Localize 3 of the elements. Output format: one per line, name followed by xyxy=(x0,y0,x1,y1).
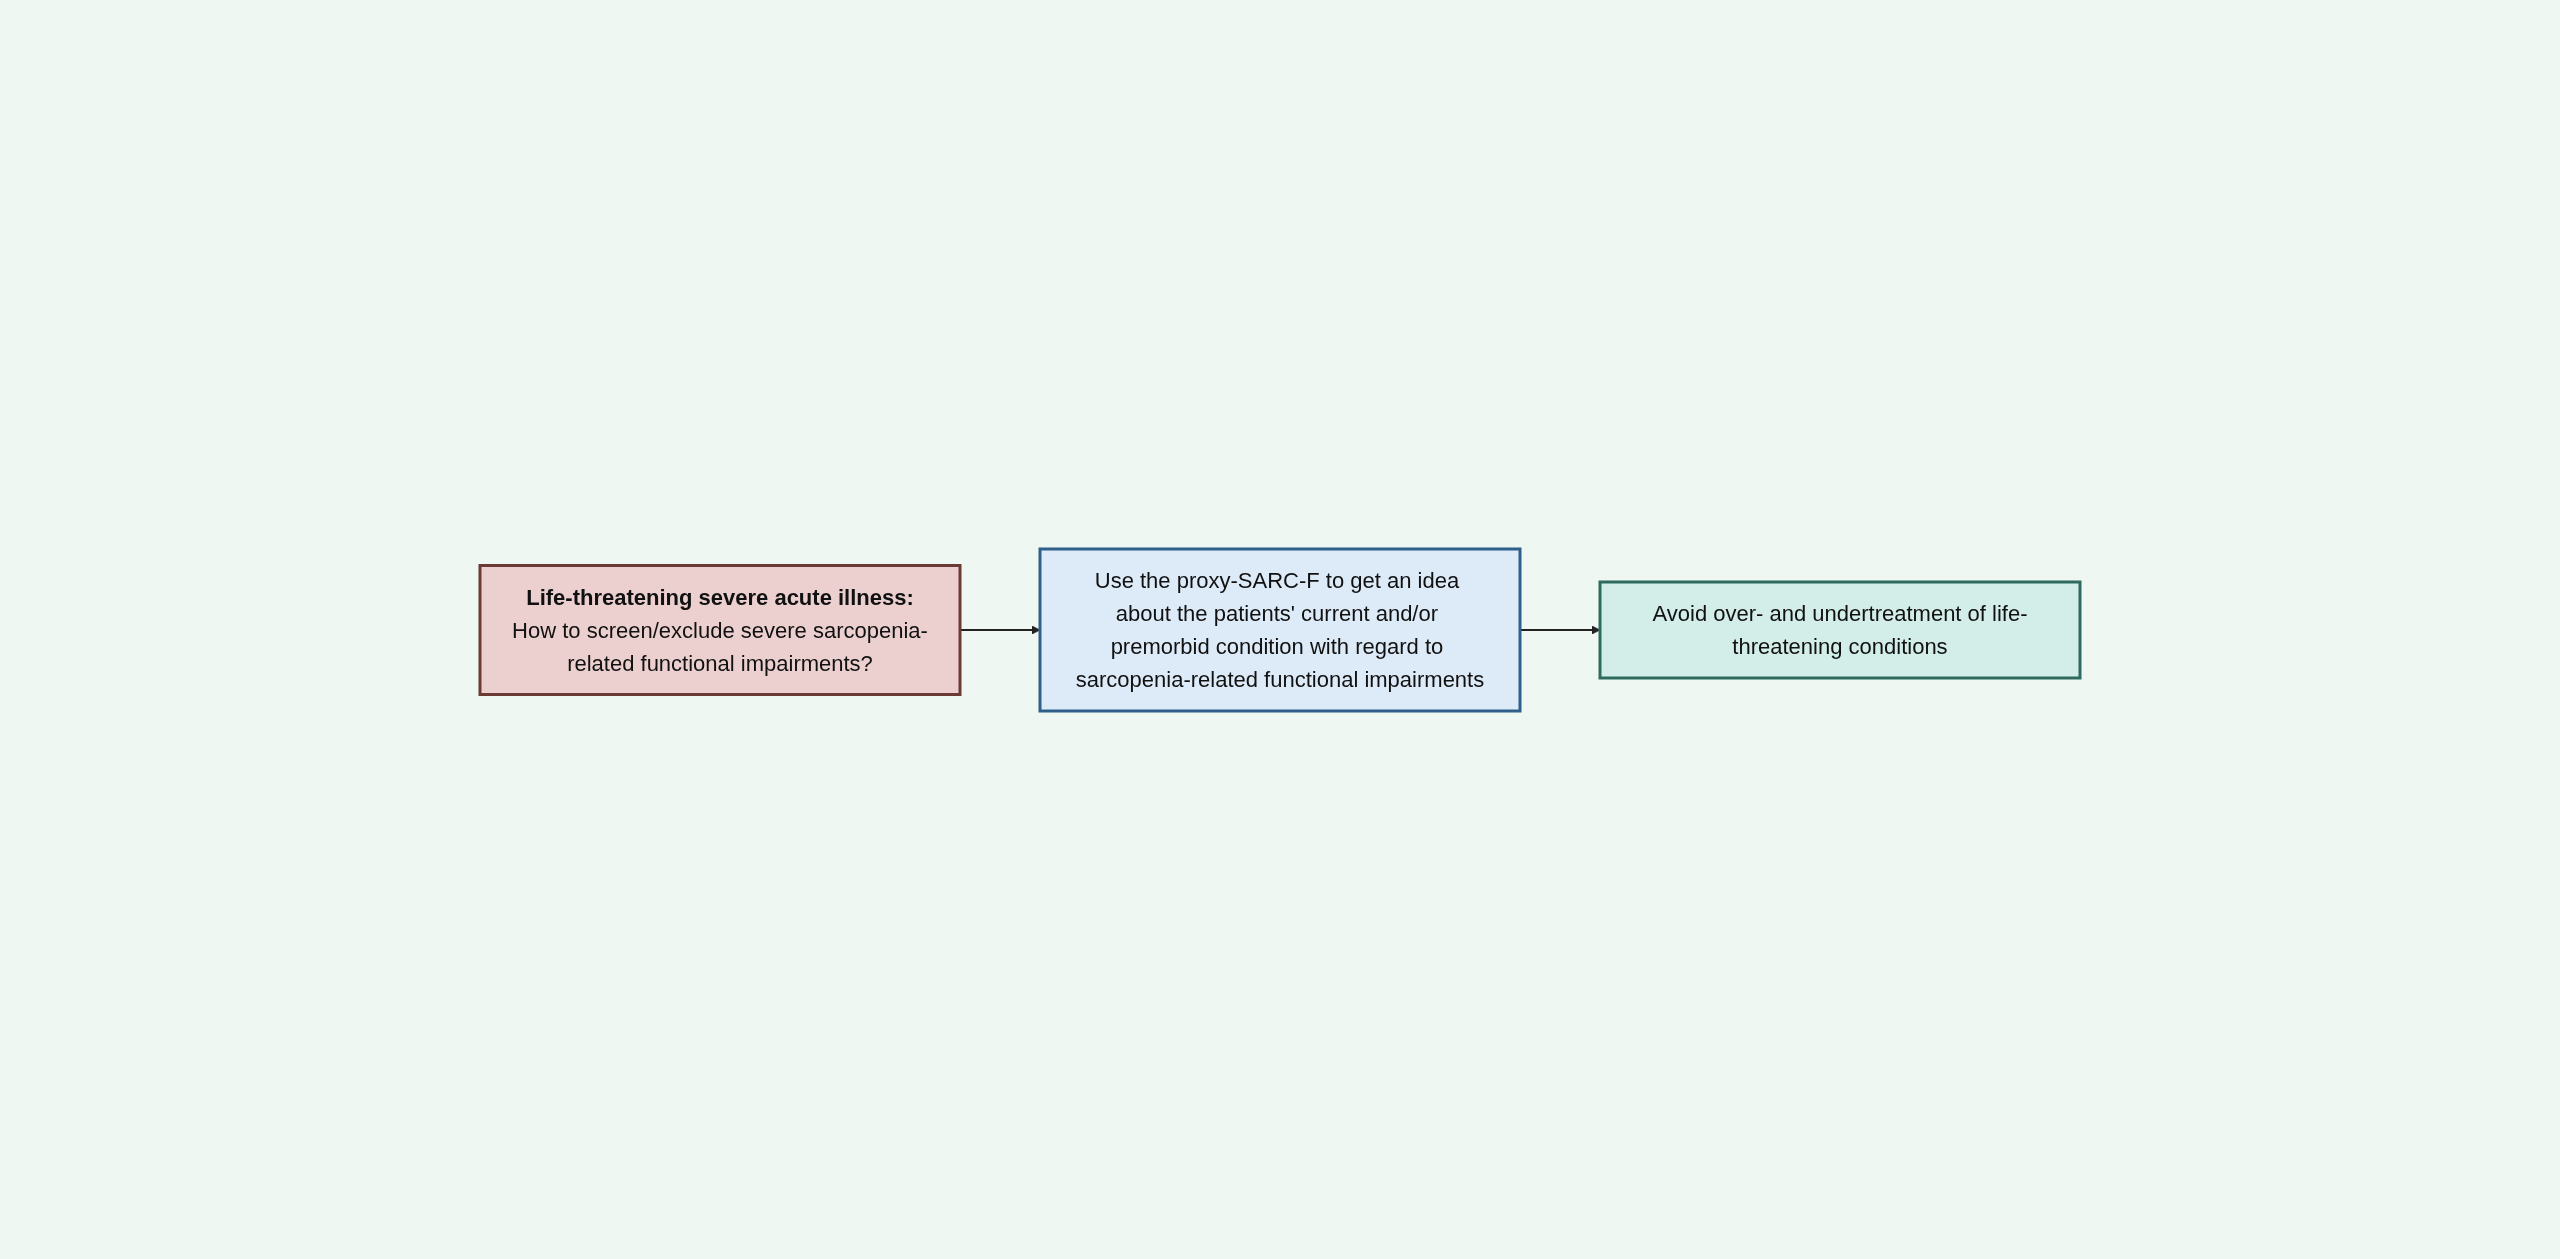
node-box: Life-threatening severe acute illness: How to screen/exclude severe sarcopenia-related functional impairments? xyxy=(478,563,962,696)
node-box: Avoid over- and undertreatment of life-threatening conditions xyxy=(1598,580,2082,679)
node-box: Use the proxy-SARC-F to get an idea about the patients' current and/or premorbid condition with regard to sarcopenia-related functional impairments xyxy=(1038,547,1522,712)
